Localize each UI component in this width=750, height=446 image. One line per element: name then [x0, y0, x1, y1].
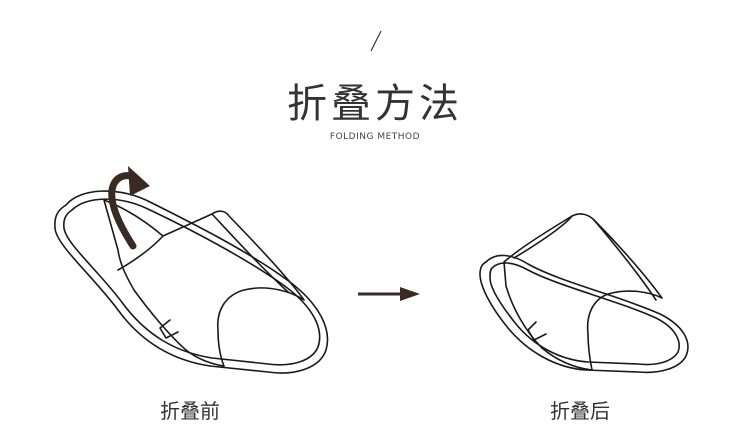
slipper-before — [54, 190, 329, 374]
slipper-after — [479, 213, 689, 374]
sole-inner-after — [489, 262, 680, 366]
page-title: 折叠方法 — [287, 81, 463, 127]
page-subtitle: FOLDING METHOD — [329, 132, 421, 142]
right-arrow-icon — [358, 287, 420, 301]
strap-before — [103, 199, 305, 367]
curved-fold-arrow-icon — [108, 166, 150, 250]
caption-after: 折叠后 — [550, 399, 610, 423]
sole-inner — [63, 198, 321, 366]
sole-outer-after — [479, 254, 689, 374]
strap-after — [503, 213, 663, 371]
slash-divider-icon — [370, 30, 382, 52]
caption-before: 折叠前 — [160, 399, 220, 423]
sole-outer — [54, 190, 329, 374]
